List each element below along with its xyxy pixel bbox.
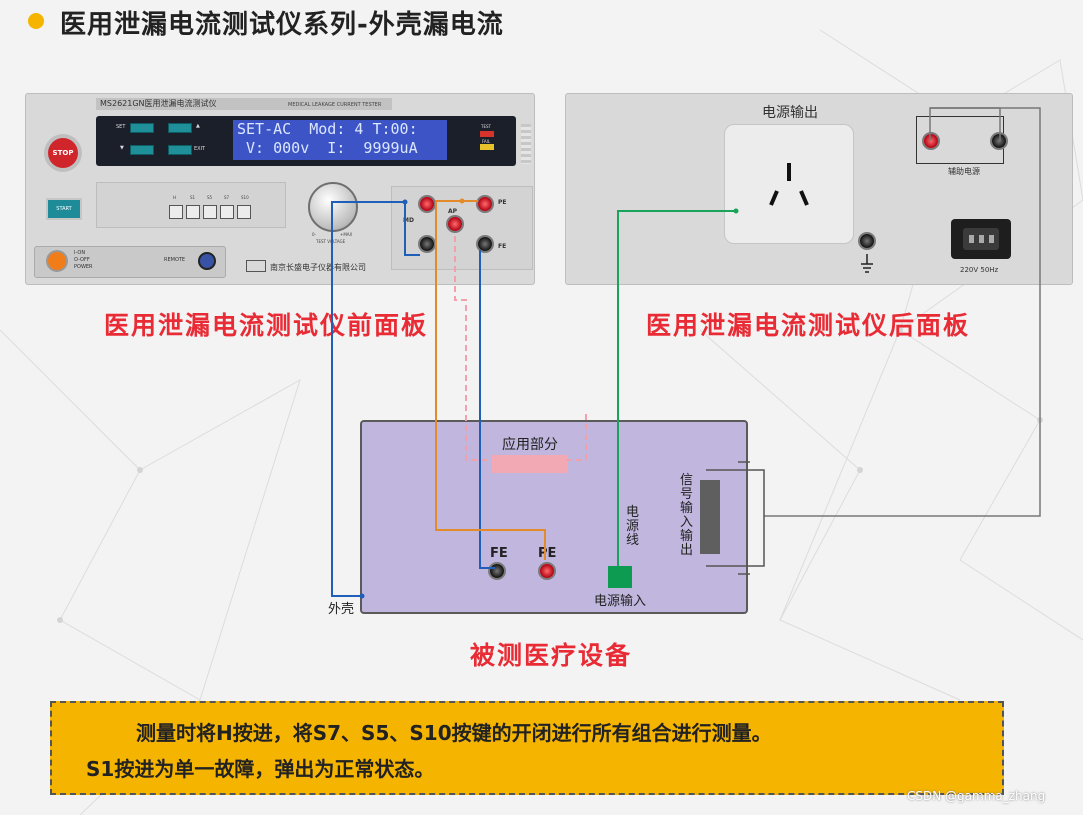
exit-key	[168, 145, 192, 155]
switch-label-s1: S1	[190, 195, 196, 200]
remote-connector	[198, 252, 216, 270]
terminal-md-red	[420, 197, 434, 211]
rear-panel-caption: 医用泄漏电流测试仪后面板	[646, 311, 971, 340]
terminal-mb-label: MD	[403, 217, 414, 224]
power-input-label: 电源输入	[594, 594, 647, 609]
mains-inlet	[951, 219, 1011, 259]
power-button	[46, 250, 68, 272]
dut-pe-terminal	[540, 564, 554, 578]
power-output-label: 电源输出	[762, 105, 818, 121]
power-on-label: I-ON	[74, 250, 86, 256]
instruction-note: 测量时将H按进，将S7、S5、S10按键的开闭进行所有组合进行测量。 S1按进为…	[50, 701, 1004, 795]
enclosure-label: 外壳	[328, 602, 355, 617]
ground-terminal	[860, 234, 874, 248]
dut-fe-terminal	[490, 564, 504, 578]
company-name: 南京长盛电子仪器有限公司	[270, 263, 366, 272]
set-key	[130, 123, 154, 133]
knob-min-label: 0-	[312, 232, 316, 237]
test-led	[480, 131, 494, 137]
switch-h	[169, 205, 183, 219]
set-key-label: SET	[116, 124, 126, 130]
vent-grille	[521, 124, 531, 164]
aux-power-red-terminal	[924, 134, 938, 148]
test-led-label: TEST	[481, 124, 491, 129]
terminal-pe-label: PE	[498, 199, 507, 206]
dut-fe-label: FE	[490, 546, 508, 561]
fail-led-label: FAIL	[482, 139, 491, 144]
switch-s7	[220, 205, 234, 219]
mains-inlet-socket	[963, 228, 999, 250]
switch-label-s10: S10	[241, 195, 249, 200]
note-line-2: S1按进为单一故障，弹出为正常状态。	[86, 757, 435, 781]
terminal-ap	[448, 217, 462, 231]
terminal-md-black	[420, 237, 434, 251]
terminal-ap-label: AP	[448, 208, 458, 215]
terminal-fe	[478, 237, 492, 251]
dut-caption: 被测医疗设备	[470, 641, 633, 670]
lcd-display: SET-AC Mod: 4 T:00: V: 000v I: 9999uA	[233, 120, 447, 160]
down-key	[130, 145, 154, 155]
power-off-label: O-OFF	[74, 257, 90, 263]
mains-rating-label: 220V 50Hz	[960, 266, 999, 274]
exit-key-label: EXIT	[194, 146, 206, 152]
power-output-socket	[724, 124, 854, 244]
applied-part	[492, 455, 568, 473]
front-panel: MS2621GN医用泄漏电流测试仪 MEDICAL LEAKAGE CURREN…	[25, 93, 535, 285]
down-arrow-icon: ▼	[120, 145, 124, 151]
company-logo	[246, 260, 266, 272]
rear-panel: 电源输出 辅助电源 220V 50Hz	[565, 93, 1073, 285]
power-label: POWER	[74, 264, 93, 270]
title-bullet-icon	[28, 13, 44, 29]
terminal-pe	[478, 197, 492, 211]
signal-io-label: 信号输入输出	[680, 473, 694, 558]
switch-s10	[237, 205, 251, 219]
test-voltage-knob	[308, 182, 358, 232]
note-line-1: 测量时将H按进，将S7、S5、S10按键的开闭进行所有组合进行测量。	[136, 721, 772, 745]
switch-s1	[186, 205, 200, 219]
terminal-fe-label: FE	[498, 243, 507, 250]
switch-label-s7: S7	[224, 195, 230, 200]
remote-label: REMOTE	[164, 257, 186, 263]
socket-outlet-icon	[769, 163, 809, 206]
up-arrow-icon: ▲	[196, 123, 200, 129]
inlet-pin-mid	[979, 235, 984, 243]
aux-power-black-terminal	[992, 134, 1006, 148]
aux-power-label: 辅助电源	[948, 167, 980, 176]
switch-label-h: H	[173, 195, 177, 200]
terminal-block: MD AP PE FE	[391, 186, 533, 270]
applied-part-label: 应用部分	[502, 437, 558, 453]
power-input-connector	[608, 566, 632, 588]
fail-led	[480, 144, 494, 150]
up-key	[168, 123, 192, 133]
watermark: CSDN @gamma_zhang	[907, 789, 1046, 803]
dut-pe-label: PE	[538, 546, 557, 561]
front-panel-caption: 医用泄漏电流测试仪前面板	[104, 311, 429, 340]
knob-max-label: +MAX	[340, 232, 353, 237]
stop-button: STOP	[48, 138, 78, 168]
lcd-line-2: V: 000v I: 9999uA	[237, 139, 418, 157]
knob-label: TEST VOLTAGE	[316, 239, 346, 244]
model-nameplate: MS2621GN医用泄漏电流测试仪	[96, 98, 392, 110]
display-area: SET ▲ ▼ EXIT SET-AC Mod: 4 T:00: V: 000v…	[96, 116, 516, 166]
model-nameplate-en: MEDICAL LEAKAGE CURRENT TESTER	[288, 102, 382, 108]
lcd-line-1: SET-AC Mod: 4 T:00:	[237, 120, 418, 138]
inlet-pin-right	[989, 235, 994, 243]
switch-s5	[203, 205, 217, 219]
ground-icon	[861, 254, 873, 273]
inlet-pin-left	[969, 235, 974, 243]
signal-io-port	[700, 480, 720, 554]
start-button: START	[46, 198, 82, 220]
device-under-test: 应用部分 FE PE 电源线 电源输入 信号输入输出	[360, 420, 748, 614]
switch-bank: H S1 S5 S7 S10	[96, 182, 286, 228]
page-title: 医用泄漏电流测试仪系列-外壳漏电流	[60, 10, 504, 40]
switch-label-s5: S5	[207, 195, 213, 200]
power-cord-label: 电源线	[626, 505, 640, 548]
